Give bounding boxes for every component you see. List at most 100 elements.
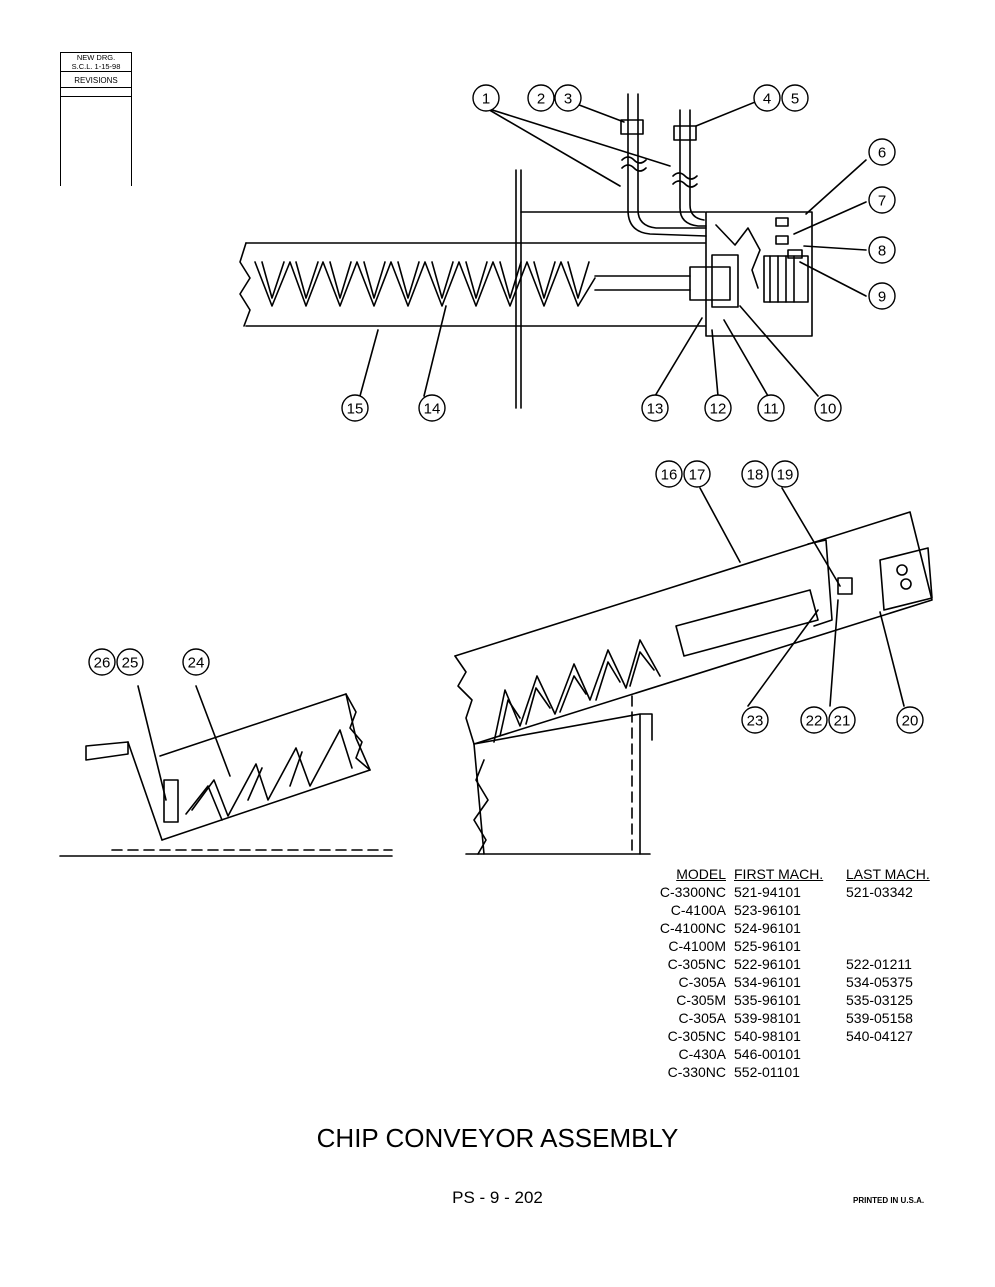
model-cell: C-3300NC bbox=[659, 884, 726, 900]
callout-label: 21 bbox=[834, 713, 851, 730]
last-mach-cell: 535-03125 bbox=[846, 992, 913, 1008]
callout-5: 5 bbox=[781, 84, 809, 112]
last-mach-cell bbox=[846, 919, 956, 937]
first-mach-cell: 523-96101 bbox=[734, 902, 801, 918]
callout-circle bbox=[800, 706, 828, 734]
side-view bbox=[454, 487, 933, 855]
top-view bbox=[239, 93, 867, 409]
last-mach-cell: 521-03342 bbox=[846, 884, 913, 900]
callout-label: 23 bbox=[747, 713, 764, 730]
callout-label: 10 bbox=[820, 401, 837, 418]
model-cell: C-305M bbox=[676, 992, 726, 1008]
header-last-mach: LAST MACH. bbox=[846, 866, 930, 882]
callout-label: 17 bbox=[689, 467, 706, 484]
callout-10: 10 bbox=[814, 394, 842, 422]
callout-circle bbox=[828, 706, 856, 734]
callout-23: 23 bbox=[741, 706, 769, 734]
first-mach-cell: 534-96101 bbox=[734, 974, 801, 990]
callout-circle bbox=[741, 706, 769, 734]
callout-circle bbox=[896, 706, 924, 734]
callout-label: 13 bbox=[647, 401, 664, 418]
callout-18: 18 bbox=[741, 460, 769, 488]
callout-circle bbox=[88, 648, 116, 676]
last-mach-cell bbox=[846, 1045, 956, 1063]
callout-26: 26 bbox=[88, 648, 116, 676]
header-model: MODEL bbox=[676, 866, 726, 882]
last-mach-cell: 540-04127 bbox=[846, 1028, 913, 1044]
callout-circle bbox=[116, 648, 144, 676]
callout-label: 1 bbox=[482, 91, 490, 108]
printed-in-usa: PRINTED IN U.S.A. bbox=[853, 1196, 925, 1205]
callout-circle bbox=[683, 460, 711, 488]
table-header: MODEL FIRST MACH. LAST MACH. bbox=[640, 865, 956, 883]
last-mach-cell: 539-05158 bbox=[846, 1010, 913, 1026]
callout-circle bbox=[771, 460, 799, 488]
first-mach-cell: 521-94101 bbox=[734, 884, 801, 900]
first-mach-cell: 546-00101 bbox=[734, 1046, 801, 1062]
callout-24: 24 bbox=[182, 648, 210, 676]
model-cell: C-305NC bbox=[667, 1028, 726, 1044]
model-cell: C-305A bbox=[678, 974, 726, 990]
callout-circle bbox=[741, 460, 769, 488]
callout-circle bbox=[554, 84, 582, 112]
callout-4: 4 bbox=[753, 84, 781, 112]
table-row: C-430A 546-00101 bbox=[640, 1045, 956, 1063]
parts-table: MODEL FIRST MACH. LAST MACH. C-3300NC 521… bbox=[640, 865, 956, 1081]
model-cell: C-305NC bbox=[667, 956, 726, 972]
revision-line-1: NEW DRG. bbox=[76, 53, 116, 62]
callout-label: 6 bbox=[878, 145, 886, 162]
callout-circle bbox=[868, 138, 896, 166]
header-first-mach: FIRST MACH. bbox=[734, 866, 824, 882]
last-mach-cell bbox=[846, 937, 956, 955]
model-cell: C-305A bbox=[678, 1010, 726, 1026]
revisions-label: REVISIONS bbox=[61, 75, 131, 88]
callout-label: 16 bbox=[661, 467, 678, 484]
first-mach-cell: 525-96101 bbox=[734, 938, 801, 954]
callout-3: 3 bbox=[554, 84, 582, 112]
first-mach-cell: 540-98101 bbox=[734, 1028, 801, 1044]
page-title: CHIP CONVEYOR ASSEMBLY bbox=[316, 1123, 679, 1153]
first-mach-cell: 539-98101 bbox=[734, 1010, 801, 1026]
last-mach-cell bbox=[846, 1063, 956, 1081]
callout-circle bbox=[472, 84, 500, 112]
callout-label: 12 bbox=[710, 401, 727, 418]
table-row: C-3300NC 521-94101 521-03342 bbox=[640, 883, 956, 901]
callout-1: 1 bbox=[472, 84, 500, 112]
callout-label: 24 bbox=[188, 655, 205, 672]
callout-circle bbox=[757, 394, 785, 422]
callout-label: 18 bbox=[747, 467, 764, 484]
callout-8: 8 bbox=[868, 236, 896, 264]
callout-22: 22 bbox=[800, 706, 828, 734]
page-number: PS - 9 - 202 bbox=[452, 1188, 543, 1207]
first-mach-cell: 522-96101 bbox=[734, 956, 801, 972]
callout-label: 11 bbox=[763, 401, 779, 418]
model-cell: C-430A bbox=[678, 1046, 726, 1062]
callout-circle bbox=[753, 84, 781, 112]
callout-circle bbox=[341, 394, 369, 422]
table-row: C-305M 535-96101 535-03125 bbox=[640, 991, 956, 1009]
revision-note: NEW DRG. S.C.L. 1-15-98 bbox=[61, 52, 131, 72]
callout-label: 2 bbox=[537, 91, 545, 108]
callout-9: 9 bbox=[868, 282, 896, 310]
callout-label: 20 bbox=[902, 713, 919, 730]
callout-6: 6 bbox=[868, 138, 896, 166]
table-row: C-305NC 540-98101 540-04127 bbox=[640, 1027, 956, 1045]
callout-25: 25 bbox=[116, 648, 144, 676]
callout-7: 7 bbox=[868, 186, 896, 214]
callout-circle bbox=[704, 394, 732, 422]
callout-16: 16 bbox=[655, 460, 683, 488]
callout-label: 7 bbox=[878, 193, 886, 210]
callout-circle bbox=[655, 460, 683, 488]
first-mach-cell: 535-96101 bbox=[734, 992, 801, 1008]
callout-label: 9 bbox=[878, 289, 886, 306]
revision-line-2: S.C.L. 1-15-98 bbox=[71, 62, 121, 71]
end-view bbox=[59, 685, 393, 857]
callout-circle bbox=[781, 84, 809, 112]
callout-13: 13 bbox=[641, 394, 669, 422]
callout-11: 11 bbox=[757, 394, 785, 422]
